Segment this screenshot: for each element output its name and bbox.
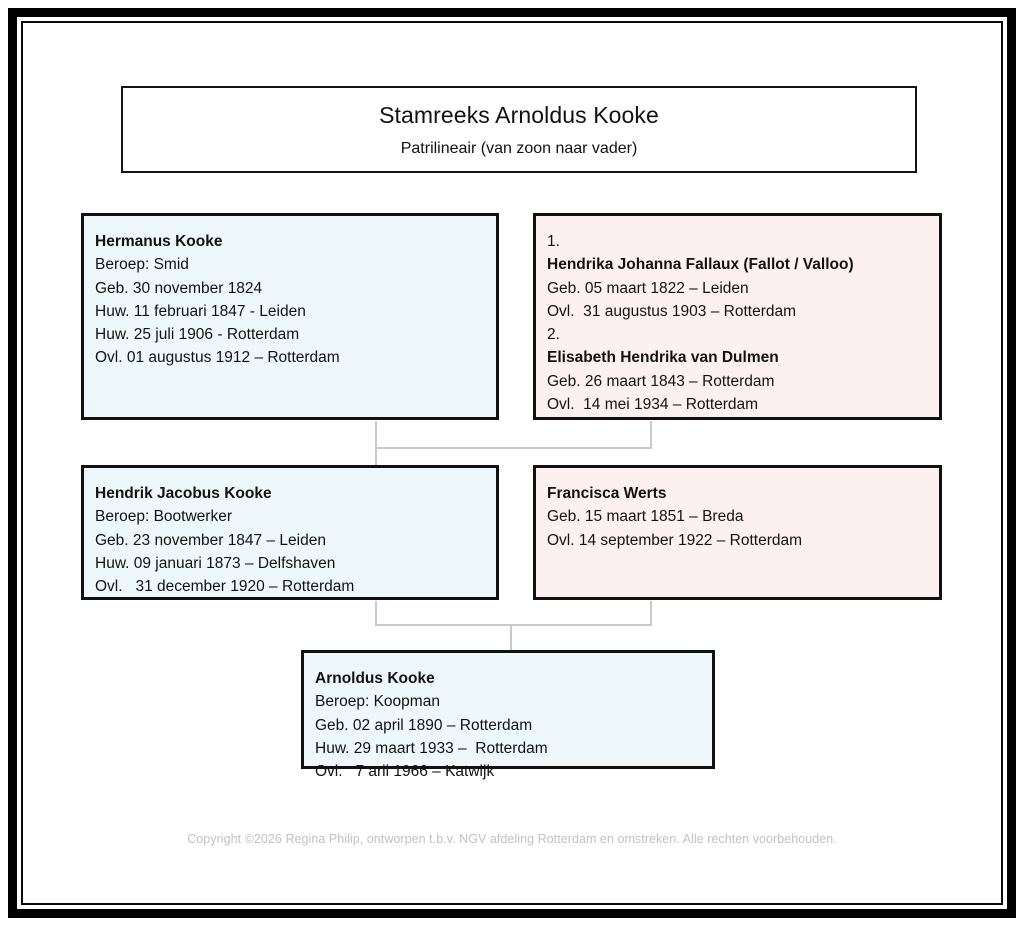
person-name: Francisca Werts bbox=[547, 485, 667, 502]
person-detail-marriage-2: Huw. 25 juli 1906 - Rotterdam bbox=[95, 326, 300, 344]
person-detail-marriage: Huw. 29 maart 1933 – Rotterdam bbox=[315, 739, 548, 757]
person-name: Arnoldus Kooke bbox=[315, 670, 435, 687]
spouse-1-birth: Geb. 05 maart 1822 – Leiden bbox=[547, 279, 749, 297]
connector-gen2-horizontal bbox=[375, 624, 652, 626]
connector-gen2-left-vertical bbox=[375, 601, 377, 626]
person-box-hermanus-kooke[interactable]: Hermanus Kooke Beroep: Smid Geb. 30 nove… bbox=[81, 213, 499, 420]
person-box-arnoldus-kooke[interactable]: Arnoldus Kooke Beroep: Koopman Geb. 02 a… bbox=[301, 650, 715, 780]
person-box-hendrik-jacobus-kooke[interactable]: Hendrik Jacobus Kooke Beroep: Bootwerker… bbox=[81, 465, 499, 600]
connector-gen1-horizontal bbox=[375, 447, 652, 449]
person-detail-death: Ovl. 31 december 1920 – Rotterdam bbox=[95, 578, 355, 596]
connector-gen2-drop-to-child bbox=[510, 624, 512, 651]
connector-gen1-drop bbox=[375, 447, 377, 469]
person-detail-occupation: Beroep: Smid bbox=[95, 256, 189, 274]
decorative-outer-frame bbox=[8, 8, 1016, 918]
connector-gen1-left-vertical bbox=[375, 421, 377, 449]
person-box-francisca-werts[interactable]: Francisca Werts Geb. 15 maart 1851 – Bre… bbox=[533, 465, 942, 600]
person-detail-marriage-1: Huw. 11 februari 1847 - Leiden bbox=[95, 302, 306, 320]
spouse-1-death: Ovl. 31 augustus 1903 – Rotterdam bbox=[547, 302, 797, 320]
person-name: Hendrik Jacobus Kooke bbox=[95, 485, 272, 502]
person-detail-marriage: Huw. 09 januari 1873 – Delfshaven bbox=[95, 554, 336, 572]
person-name: Hermanus Kooke bbox=[95, 233, 223, 250]
person-detail-birth: Geb. 15 maart 1851 – Breda bbox=[547, 508, 744, 526]
spouse-1-number: 1. bbox=[547, 233, 560, 250]
chart-subtitle: Patrilineair (van zoon naar vader) bbox=[400, 139, 638, 157]
copyright-footer: Copyright ©2026 Regina Philip, ontworpen… bbox=[187, 832, 837, 846]
decorative-inner-frame bbox=[21, 21, 1003, 905]
person-detail-birth: Geb. 23 november 1847 – Leiden bbox=[95, 531, 326, 549]
person-detail-death: Ovl. 7 aril 1966 – Katwijk bbox=[315, 763, 495, 781]
connector-gen1-right-vertical bbox=[650, 421, 652, 449]
person-detail-birth: Geb. 30 november 1824 bbox=[95, 279, 263, 297]
person-detail-occupation: Beroep: Koopman bbox=[315, 693, 440, 711]
chart-title-box: Stamreeks Arnoldus Kooke Patrilineair (v… bbox=[121, 86, 917, 173]
spouse-1-name: Hendrika Johanna Fallaux (Fallot / Vallo… bbox=[547, 256, 854, 274]
person-box-spouses-of-hermanus[interactable]: 1. Hendrika Johanna Fallaux (Fallot / Va… bbox=[533, 213, 942, 420]
chart-title: Stamreeks Arnoldus Kooke bbox=[379, 101, 659, 128]
spouse-2-birth: Geb. 26 maart 1843 – Rotterdam bbox=[547, 372, 775, 390]
person-detail-death: Ovl. 01 augustus 1912 – Rotterdam bbox=[95, 349, 340, 367]
person-detail-death: Ovl. 14 september 1922 – Rotterdam bbox=[547, 531, 803, 549]
person-detail-birth: Geb. 02 april 1890 – Rotterdam bbox=[315, 716, 533, 734]
connector-gen2-right-vertical bbox=[650, 601, 652, 626]
spouse-2-number: 2. bbox=[547, 326, 560, 344]
spouse-2-name: Elisabeth Hendrika van Dulmen bbox=[547, 349, 779, 367]
spouse-2-death: Ovl. 14 mei 1934 – Rotterdam bbox=[547, 396, 759, 414]
person-detail-occupation: Beroep: Bootwerker bbox=[95, 508, 232, 526]
